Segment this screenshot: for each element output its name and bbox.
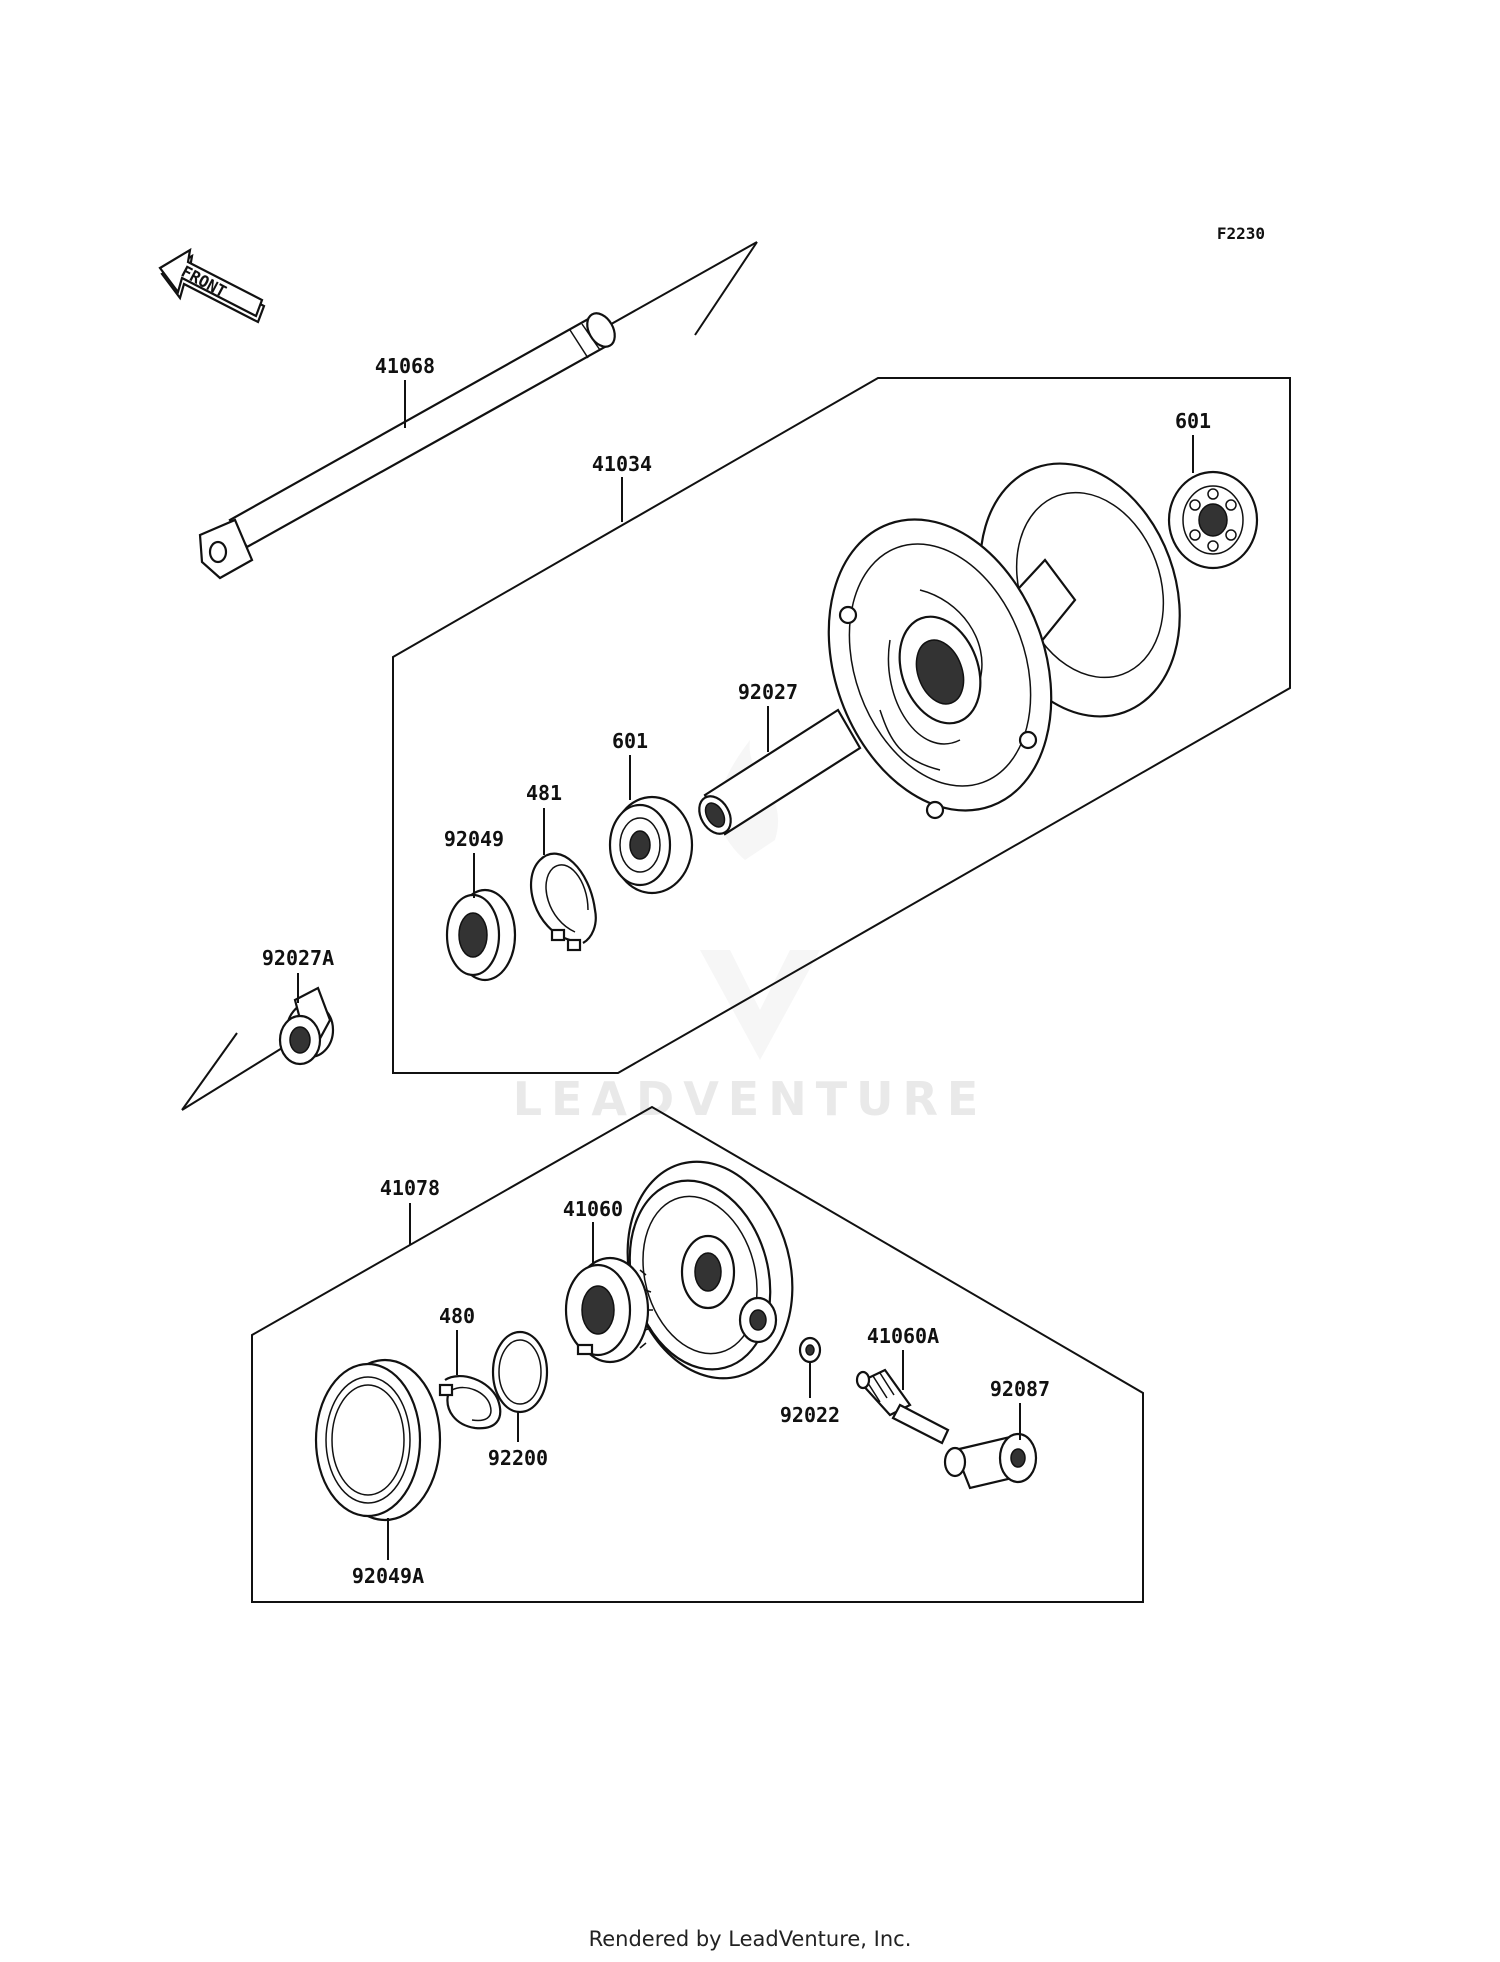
label-41068: 41068: [375, 354, 435, 378]
washer-92022[interactable]: [798, 1336, 822, 1364]
hub-drum[interactable]: [790, 435, 1214, 842]
axis-arrow-top: [694, 241, 758, 336]
shim-92200[interactable]: [491, 1330, 549, 1414]
pinion-41060A[interactable]: [855, 1368, 950, 1445]
axis-line-bottom: [181, 1039, 296, 1111]
label-41078: 41078: [380, 1176, 440, 1200]
spacer-92027[interactable]: [693, 708, 862, 839]
label-41060A: 41060A: [867, 1324, 939, 1348]
watermark-text: LEADVENTURE: [513, 1072, 988, 1126]
label-601-right: 601: [1175, 409, 1211, 433]
bearing-left-601[interactable]: [608, 795, 694, 895]
label-41034: 41034: [592, 452, 652, 476]
label-92027A: 92027A: [262, 946, 334, 970]
collar-92027A[interactable]: [278, 986, 335, 1066]
label-92022: 92022: [780, 1403, 840, 1427]
label-92049: 92049: [444, 827, 504, 851]
footer-credit: Rendered by LeadVenture, Inc.: [589, 1927, 912, 1951]
label-92027: 92027: [738, 680, 798, 704]
label-92087: 92087: [990, 1377, 1050, 1401]
label-601-left: 601: [612, 729, 648, 753]
label-92200: 92200: [488, 1446, 548, 1470]
bushing-92087[interactable]: [943, 1432, 1038, 1490]
front-arrow-icon: FRONT: [158, 247, 266, 324]
label-481: 481: [526, 781, 562, 805]
label-92049A: 92049A: [352, 1564, 424, 1588]
dust-seal-92049A[interactable]: [314, 1358, 442, 1522]
speedo-gear-41060[interactable]: [564, 1256, 653, 1364]
gear-case-assy-box: [251, 1105, 1144, 1603]
label-41060: 41060: [563, 1197, 623, 1221]
axle-41068[interactable]: [198, 308, 620, 580]
circlip-481[interactable]: [530, 852, 597, 952]
snap-ring-480[interactable]: [438, 1375, 502, 1430]
oil-seal-92049[interactable]: [445, 888, 517, 982]
gear-housing[interactable]: [604, 1143, 815, 1397]
bearing-right-601[interactable]: [1167, 470, 1259, 570]
label-480: 480: [439, 1304, 475, 1328]
diagram-code: F2230: [1217, 224, 1265, 243]
hub-assy-box: [392, 377, 1291, 1074]
axis-arrow-bottom: [181, 1032, 238, 1111]
